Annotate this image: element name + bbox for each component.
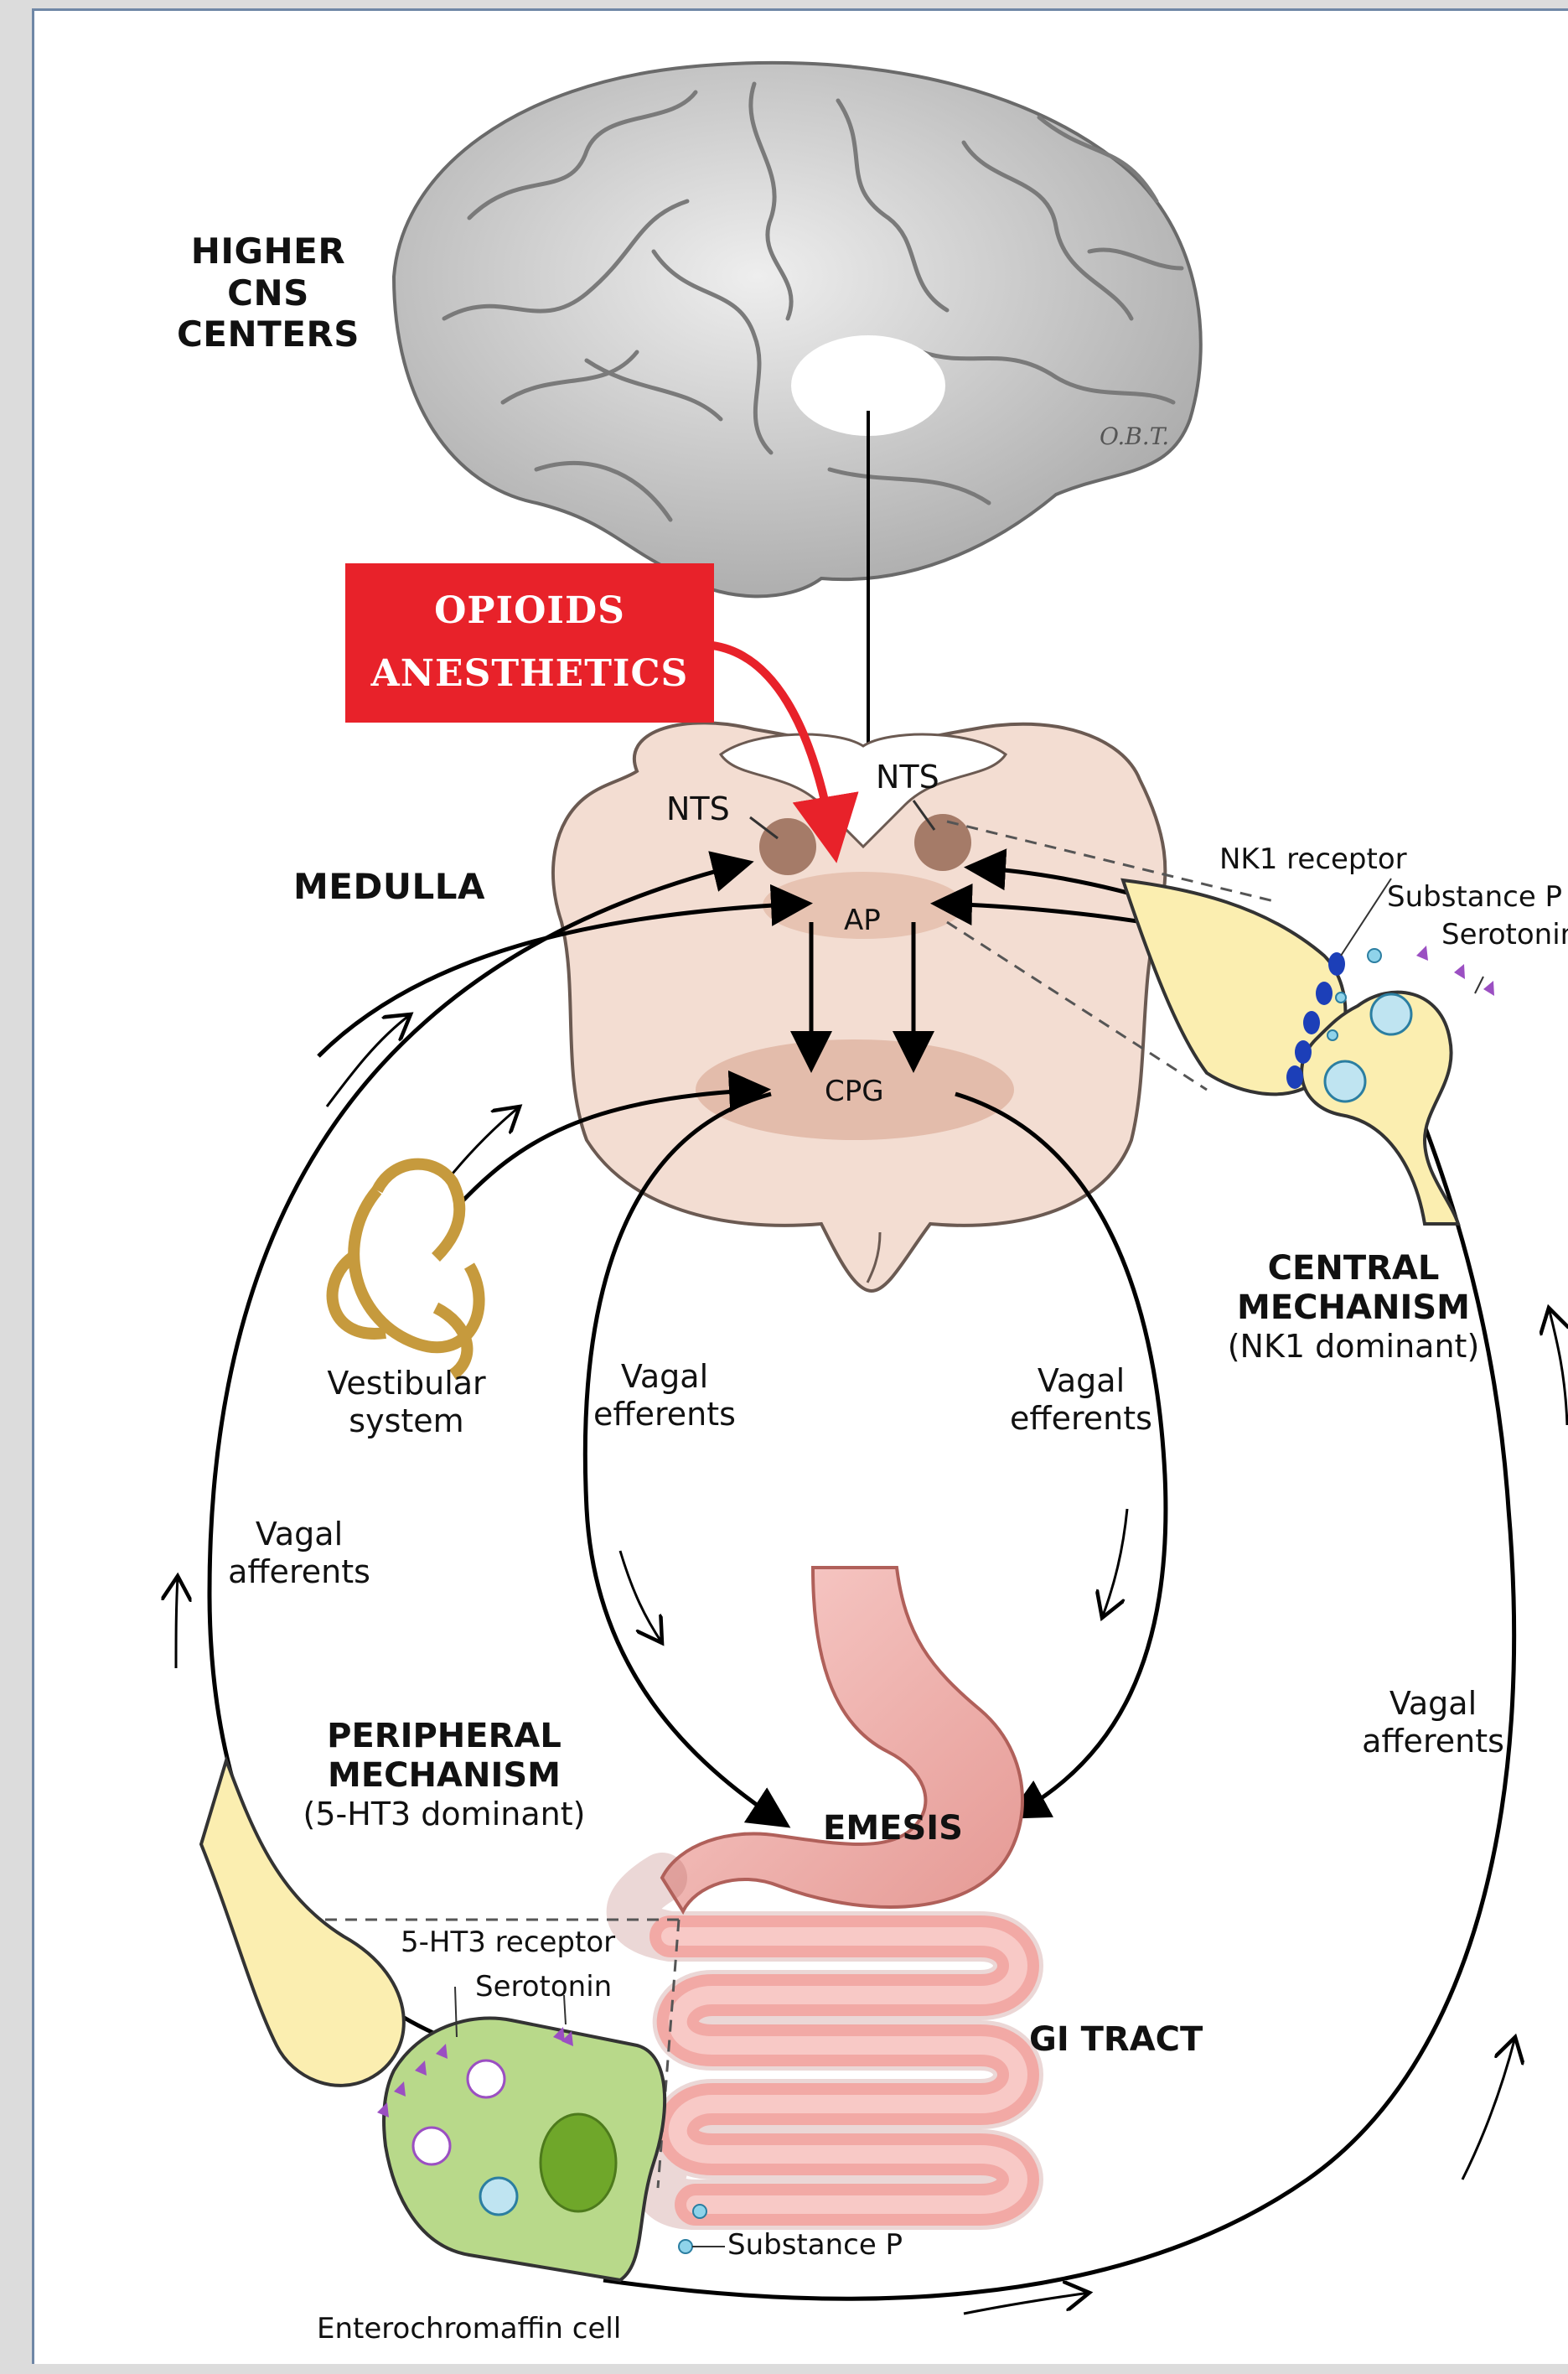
drug-anesthetics: ANESTHETICS bbox=[345, 643, 714, 706]
substance-p-bottom-label: Substance P bbox=[727, 2228, 903, 2262]
cpg-label: CPG bbox=[825, 1075, 884, 1108]
nk1-receptor-label: NK1 receptor bbox=[1219, 842, 1407, 876]
enterochromaffin-cell-label: Enterochromaffin cell bbox=[317, 2312, 621, 2345]
medulla-label: MEDULLA bbox=[293, 866, 485, 908]
gi-tract-illustration bbox=[632, 1568, 1022, 2205]
serotonin-bottom-label: Serotonin bbox=[475, 1970, 612, 2003]
substance-p-top-label: Substance P bbox=[1387, 880, 1562, 914]
gi-tract-label: GI TRACT bbox=[1029, 2020, 1203, 2060]
medulla-illustration bbox=[553, 723, 1165, 1291]
illustrator-signature: O.B.T. bbox=[1100, 422, 1169, 450]
serotonin-top-label: Serotonin bbox=[1441, 918, 1568, 951]
5ht3-receptor-label: 5-HT3 receptor bbox=[401, 1926, 615, 1959]
peripheral-mechanism-label: PERIPHERAL MECHANISM (5-HT3 dominant) bbox=[277, 1717, 612, 1833]
central-synapse-illustration bbox=[1123, 879, 1494, 1224]
vestibular-illustration bbox=[333, 1164, 479, 1375]
ap-label: AP bbox=[844, 904, 881, 937]
nts-left-label: NTS bbox=[666, 790, 730, 828]
drug-box: OPIOIDS ANESTHETICS bbox=[345, 563, 714, 723]
drug-opioids: OPIOIDS bbox=[345, 580, 714, 643]
brain-illustration bbox=[394, 63, 1201, 596]
emesis-label: EMESIS bbox=[823, 1809, 963, 1848]
central-mechanism-label: CENTRAL MECHANISM (NK1 dominant) bbox=[1203, 1249, 1504, 1366]
nts-right-label: NTS bbox=[876, 759, 939, 796]
